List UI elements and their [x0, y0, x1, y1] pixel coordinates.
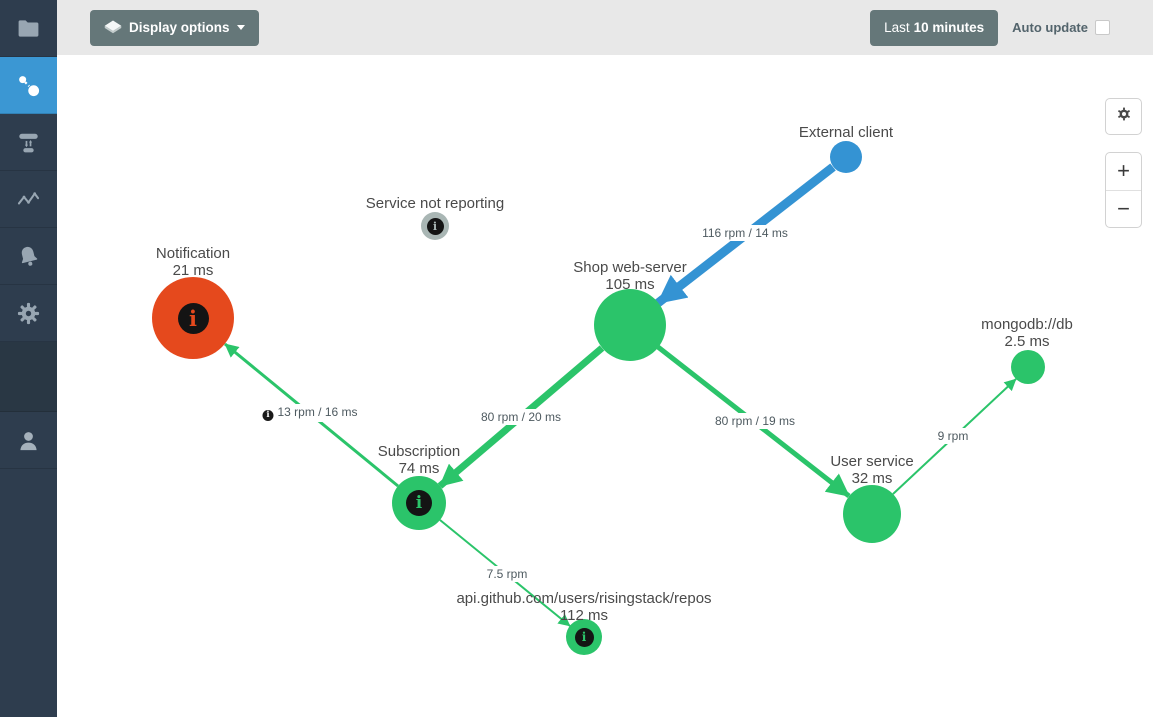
- edge-label-subscription-to-notification: 13 rpm / 16 ms: [258, 404, 362, 422]
- edge-label-shop-to-userservice: 80 rpm / 19 ms: [710, 413, 800, 429]
- node-label-github-api: api.github.com/users/risingstack/repos 1…: [456, 590, 712, 624]
- graph-node-external-client[interactable]: [830, 141, 862, 173]
- node-label-external-client: External client: [798, 124, 894, 141]
- edge-label-shop-to-subscription: 80 rpm / 20 ms: [476, 409, 566, 425]
- chevron-down-icon: [236, 25, 245, 30]
- zoom-in-button[interactable]: +: [1106, 153, 1141, 191]
- time-range-value: 10 minutes: [913, 20, 985, 35]
- sidebar-item-alerts[interactable]: [0, 228, 57, 285]
- bell-icon: [15, 243, 42, 270]
- topology-icon: [15, 72, 42, 99]
- node-label-service-not-reporting: Service not reporting: [365, 195, 505, 212]
- zoom-controls: + −: [1105, 152, 1142, 228]
- display-options-label: Display options: [129, 20, 230, 35]
- graph-node-user-service[interactable]: [843, 485, 901, 543]
- sidebar-item-transactions[interactable]: [0, 114, 57, 171]
- minus-icon: −: [1117, 195, 1130, 221]
- sidebar-item-projects[interactable]: [0, 0, 57, 57]
- info-icon: [406, 490, 432, 516]
- info-icon: [177, 302, 209, 334]
- node-label-mongodb: mongodb://db 2.5 ms: [981, 316, 1073, 350]
- edge-label-subscription-to-github: 7.5 rpm: [482, 566, 532, 582]
- sidebar: [0, 0, 57, 717]
- node-label-subscription: Subscription 74 ms: [377, 443, 461, 477]
- graph-node-mongodb[interactable]: [1011, 350, 1045, 384]
- graph-node-subscription[interactable]: [392, 476, 446, 530]
- edge-label-userservice-to-mongodb: 9 rpm: [933, 428, 973, 444]
- info-icon: [574, 627, 594, 647]
- service-map-canvas[interactable]: 116 rpm / 14 ms 80 rpm / 20 ms 80 rpm / …: [57, 55, 1153, 717]
- info-icon: [262, 410, 274, 421]
- auto-update-checkbox[interactable]: [1095, 20, 1110, 35]
- graph-node-notification[interactable]: [152, 277, 234, 359]
- sidebar-item-topology[interactable]: [0, 57, 57, 114]
- auto-update-label: Auto update: [1012, 20, 1088, 35]
- sidebar-spacer: [0, 342, 57, 412]
- gear-icon: [1116, 106, 1132, 127]
- sidebar-item-settings[interactable]: [0, 285, 57, 342]
- folder-icon: [15, 15, 42, 42]
- info-icon: [426, 217, 444, 235]
- graph-node-service-not-reporting[interactable]: [421, 212, 449, 240]
- gear-icon: [15, 300, 42, 327]
- edge-label-external-to-shop: 116 rpm / 14 ms: [698, 225, 792, 241]
- metrics-icon: [15, 186, 42, 213]
- graph-node-github-api[interactable]: [566, 619, 602, 655]
- time-range-prefix: Last: [884, 20, 910, 35]
- user-icon: [15, 427, 42, 454]
- sidebar-item-profile[interactable]: [0, 412, 57, 469]
- transactions-icon: [15, 129, 42, 156]
- zoom-out-button[interactable]: −: [1106, 191, 1141, 228]
- auto-update-control: Auto update: [1012, 20, 1110, 35]
- layers-icon: [104, 19, 122, 37]
- sidebar-item-metrics[interactable]: [0, 171, 57, 228]
- map-settings-button[interactable]: [1105, 98, 1142, 135]
- graph-node-shop-web-server[interactable]: [594, 289, 666, 361]
- node-label-shop-web-server: Shop web-server 105 ms: [573, 259, 687, 293]
- plus-icon: +: [1117, 158, 1130, 184]
- display-options-button[interactable]: Display options: [90, 9, 259, 46]
- node-label-notification: Notification 21 ms: [155, 245, 231, 279]
- node-label-user-service: User service 32 ms: [830, 453, 914, 487]
